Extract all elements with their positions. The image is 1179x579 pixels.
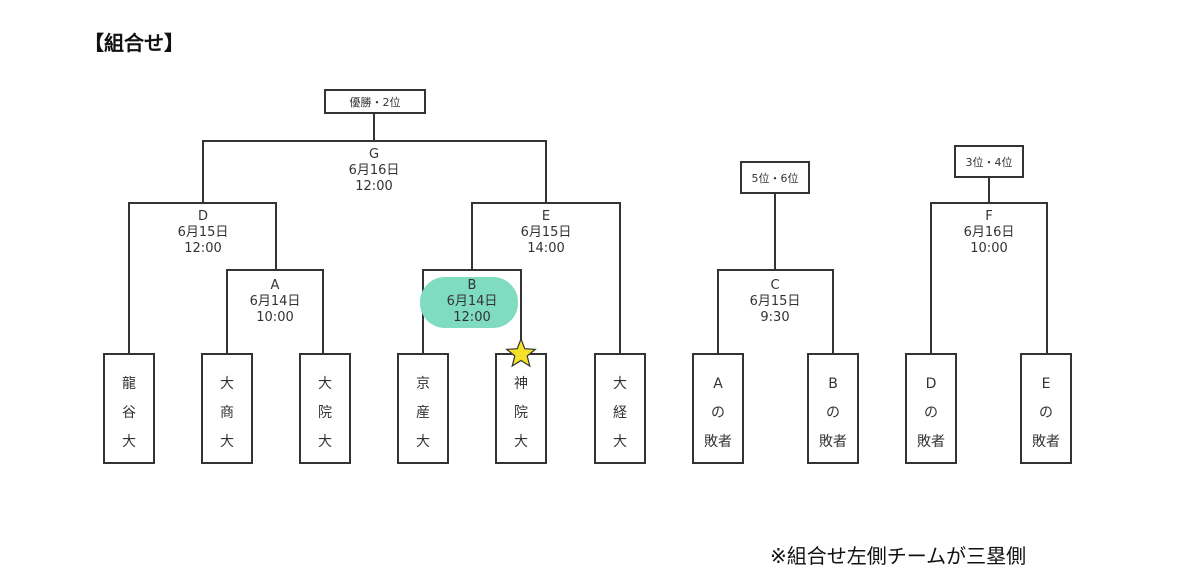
svg-text:9:30: 9:30	[760, 310, 789, 325]
placement-fifth: 5位・6位	[740, 161, 810, 194]
svg-text:G: G	[369, 147, 379, 162]
svg-text:14:00: 14:00	[527, 241, 564, 256]
team-name-char: B	[828, 376, 838, 392]
svg-text:6月16日: 6月16日	[964, 225, 1015, 240]
team-name-char: 大	[318, 434, 332, 450]
team-name-char: 商	[220, 405, 234, 421]
svg-text:B: B	[468, 278, 477, 293]
team-name-char: 龍	[122, 375, 136, 392]
svg-text:6月15日: 6月15日	[521, 225, 572, 240]
svg-text:D: D	[198, 209, 208, 224]
svg-text:6月14日: 6月14日	[250, 294, 301, 309]
svg-text:12:00: 12:00	[355, 179, 392, 194]
team-name-char: 大	[220, 434, 234, 450]
team-name-char: 院	[514, 405, 528, 421]
team-name-char: 敗者	[819, 434, 847, 450]
team-name-char: 院	[318, 405, 332, 421]
team-box: 龍谷大	[103, 353, 155, 464]
team-name-char: 大	[514, 434, 528, 450]
team-name-char: の	[711, 405, 725, 421]
match-b-highlight	[420, 277, 518, 328]
team-name-char: A	[713, 376, 723, 392]
svg-text:12:00: 12:00	[453, 310, 490, 325]
svg-text:12:00: 12:00	[184, 241, 221, 256]
svg-text:優勝・2位: 優勝・2位	[350, 95, 401, 109]
team-name-char: 大	[318, 376, 332, 392]
match-b: B 6月14日 12:00	[447, 278, 498, 325]
team-name-char: 京	[416, 376, 430, 392]
svg-text:6月14日: 6月14日	[447, 294, 498, 309]
svg-text:6月15日: 6月15日	[178, 225, 229, 240]
team-name-char: E	[1042, 376, 1051, 392]
team-name-char: 神	[514, 376, 528, 392]
team-name-char: 経	[613, 405, 627, 421]
match-d: D 6月15日 12:00	[178, 209, 229, 256]
page-title: 【組合せ】	[84, 31, 184, 55]
team-name-char: 敗者	[917, 434, 945, 450]
placement-final: 優勝・2位	[324, 89, 426, 114]
svg-text:A: A	[271, 278, 280, 293]
svg-text:6月16日: 6月16日	[349, 163, 400, 178]
team-name-char: 大	[220, 376, 234, 392]
svg-text:5位・6位: 5位・6位	[752, 171, 799, 185]
team-box: 神院大	[495, 353, 547, 464]
team-name-char: D	[926, 376, 937, 392]
team-box: 大商大	[201, 353, 253, 464]
team-box: 大院大	[299, 353, 351, 464]
team-box: 京産大	[397, 353, 449, 464]
match-a: A 6月14日 10:00	[250, 278, 301, 325]
team-name-char: 敗者	[704, 434, 732, 450]
team-name-char: 大	[416, 434, 430, 450]
match-e: E 6月15日 14:00	[521, 209, 572, 256]
svg-text:10:00: 10:00	[256, 310, 293, 325]
team-name-char: 産	[416, 405, 430, 421]
placement-third: 3位・4位	[954, 145, 1024, 178]
svg-text:E: E	[542, 209, 550, 224]
star-icon	[505, 337, 537, 368]
match-c: C 6月15日 9:30	[750, 278, 801, 325]
team-name-char: 大	[613, 434, 627, 450]
team-name-char: 大	[613, 376, 627, 392]
svg-text:F: F	[985, 209, 992, 224]
svg-text:3位・4位: 3位・4位	[966, 155, 1013, 169]
svg-text:C: C	[770, 278, 779, 293]
team-name-char: の	[1039, 405, 1053, 421]
svg-text:6月15日: 6月15日	[750, 294, 801, 309]
match-g: G 6月16日 12:00	[349, 147, 400, 194]
team-name-char: 谷	[122, 405, 136, 421]
team-box: 大経大	[594, 353, 646, 464]
match-f: F 6月16日 10:00	[964, 209, 1015, 256]
team-name-char: の	[826, 405, 840, 421]
team-name-char: 敗者	[1032, 434, 1060, 450]
team-name-char: の	[924, 405, 938, 421]
svg-text:10:00: 10:00	[970, 241, 1007, 256]
note-text: ※組合せ左側チームが三塁側	[770, 544, 1026, 568]
team-name-char: 大	[122, 434, 136, 450]
